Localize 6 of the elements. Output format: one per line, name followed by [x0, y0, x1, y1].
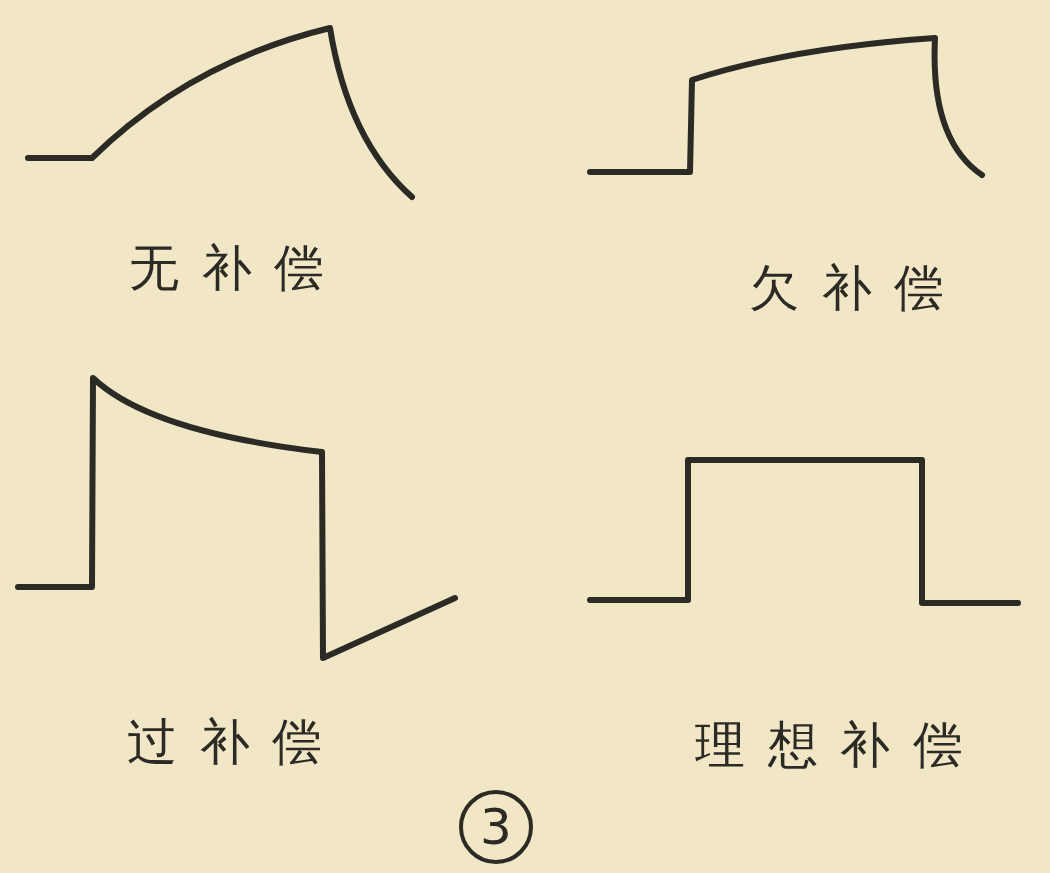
waveform-label: 过补偿 — [127, 717, 345, 767]
waveform-label: 无补偿 — [129, 243, 347, 293]
figure-number-circle — [459, 790, 533, 864]
figure-number: 3 — [480, 802, 512, 852]
waveform-label: 理想补偿 — [695, 720, 985, 770]
waveform-label: 欠补偿 — [749, 263, 967, 313]
